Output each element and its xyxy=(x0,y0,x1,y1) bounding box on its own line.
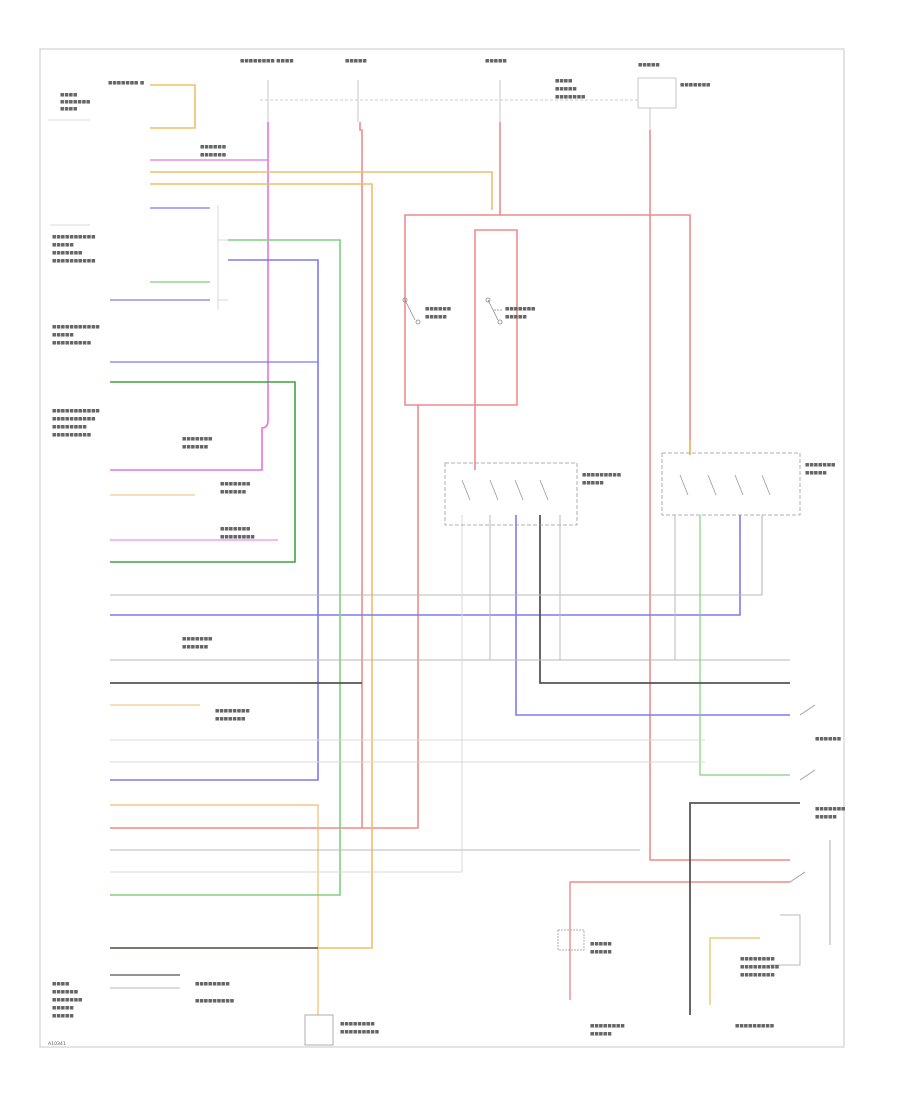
svg-text:■■■■■■■■■■: ■■■■■■■■■■ xyxy=(52,235,95,240)
svg-text:■■■■■: ■■■■■ xyxy=(590,950,612,955)
wire-gray-1 xyxy=(110,515,763,596)
svg-text:■■■■■■■■: ■■■■■■■■ xyxy=(740,973,775,978)
svg-text:■■■■■■■: ■■■■■■■ xyxy=(182,637,212,642)
svg-text:■■■■■: ■■■■■ xyxy=(52,243,74,248)
wire-black-right xyxy=(689,802,800,1015)
svg-text:■■■■■■■: ■■■■■■■ xyxy=(52,998,82,1003)
wire-red-bottom-right xyxy=(569,881,790,1000)
svg-text:■■■■■■■■■■: ■■■■■■■■■■ xyxy=(52,417,95,422)
svg-text:■■■■■■■: ■■■■■■■ xyxy=(215,717,245,722)
control-module-connector xyxy=(48,119,228,310)
svg-text:■■■■■■■: ■■■■■■■ xyxy=(52,251,82,256)
svg-text:■■■■■: ■■■■■ xyxy=(52,1014,74,1019)
wire-dark-green xyxy=(110,381,296,563)
wire-black-center xyxy=(539,515,790,684)
wire-pink xyxy=(110,122,269,471)
svg-text:■■■■■■■: ■■■■■■■ xyxy=(505,307,535,312)
svg-text:■■■■■: ■■■■■ xyxy=(590,942,612,947)
svg-text:■■■■: ■■■■ xyxy=(60,107,77,112)
svg-text:■■■■■■: ■■■■■■ xyxy=(815,737,841,742)
svg-text:■■■■■■■: ■■■■■■■ xyxy=(815,807,845,812)
svg-text:■■■■■■: ■■■■■■ xyxy=(220,490,246,495)
svg-text:■■■■■: ■■■■■ xyxy=(582,481,604,486)
svg-text:■■■■■: ■■■■■ xyxy=(590,1032,612,1037)
svg-text:■■■■■■■: ■■■■■■■ xyxy=(220,482,250,487)
svg-text:■■■■■■■■: ■■■■■■■■ xyxy=(195,982,230,987)
wire-green-right xyxy=(699,515,790,776)
wire-blue-long xyxy=(110,515,741,616)
svg-text:■■■■■■■■: ■■■■■■■■ xyxy=(220,535,255,540)
wire-red-left-switch xyxy=(362,405,419,829)
switch-right-upper xyxy=(485,297,503,325)
wire-orange-left-bottom xyxy=(110,804,319,1015)
wire-red-switch-loop xyxy=(404,122,518,470)
svg-text:■■■■■■■■■■: ■■■■■■■■■■ xyxy=(52,259,95,264)
svg-text:■■■■: ■■■■ xyxy=(60,93,77,98)
wire-gray-10 xyxy=(770,914,801,966)
top-fuse-area xyxy=(260,77,677,130)
svg-text:■■■■■■■■■: ■■■■■■■■■ xyxy=(340,1030,379,1035)
svg-text:■■■■■■■■■: ■■■■■■■■■ xyxy=(740,965,779,970)
svg-text:■■■■■■: ■■■■■■ xyxy=(425,307,451,312)
wire-red-right xyxy=(500,214,691,455)
svg-text:■■■■■: ■■■■■ xyxy=(505,315,527,320)
faint-labels: ■■■■■■■ ■ ■■■■ ■■■■■■■ ■■■■ ■■■■■■■■ ■■■… xyxy=(52,59,845,1037)
wire-red-right-down xyxy=(649,130,790,861)
svg-text:■■■■■■: ■■■■■■ xyxy=(52,990,78,995)
svg-text:■■■■■: ■■■■■ xyxy=(485,59,507,64)
svg-text:■■■■■■■: ■■■■■■■ xyxy=(805,463,835,468)
switch-right-side xyxy=(789,704,831,945)
svg-text:■■■■: ■■■■ xyxy=(52,982,69,987)
svg-text:■■■■■■■■■■■: ■■■■■■■■■■■ xyxy=(52,325,100,330)
svg-text:■■■■■■■■■: ■■■■■■■■■ xyxy=(195,999,234,1004)
svg-text:■■■■■: ■■■■■ xyxy=(52,333,74,338)
switch-left-upper xyxy=(402,297,421,325)
wire-orange-bottom-right xyxy=(709,937,760,1005)
svg-text:■■■■■■■■■: ■■■■■■■■■ xyxy=(52,341,91,346)
svg-text:■■■■■■■: ■■■■■■■ xyxy=(60,100,90,105)
svg-text:■■■■■■: ■■■■■■ xyxy=(182,645,208,650)
wire-red-main xyxy=(110,122,363,829)
svg-text:■■■■■■: ■■■■■■ xyxy=(182,445,208,450)
svg-text:■■■■■■■: ■■■■■■■ xyxy=(220,527,250,532)
svg-text:■■■■■■■■■: ■■■■■■■■■ xyxy=(735,1024,774,1029)
svg-text:■■■■■■■■: ■■■■■■■■ xyxy=(340,1022,375,1027)
wire-orange-down xyxy=(110,183,373,949)
wire-orange-top xyxy=(150,84,196,129)
switch-block-center xyxy=(444,462,578,526)
bottom-module xyxy=(304,929,585,1046)
svg-text:■■■■■: ■■■■■ xyxy=(815,815,837,820)
svg-text:■■■■■■■■: ■■■■■■■■ xyxy=(215,709,250,714)
svg-text:■■■■■■■■: ■■■■■■■■ xyxy=(52,425,87,430)
wire-green-top xyxy=(110,239,341,896)
svg-text:■■■■■■■ ■: ■■■■■■■ ■ xyxy=(108,81,144,86)
svg-text:■■■■■■■■ ■■■■: ■■■■■■■■ ■■■■ xyxy=(240,59,294,64)
svg-text:■■■■: ■■■■ xyxy=(555,79,572,84)
svg-text:■■■■■■: ■■■■■■ xyxy=(200,153,226,158)
svg-text:■■■■■: ■■■■■ xyxy=(638,63,660,68)
svg-text:■■■■■: ■■■■■ xyxy=(425,315,447,320)
svg-text:■■■■■: ■■■■■ xyxy=(555,87,577,92)
svg-text:■■■■■■■■■: ■■■■■■■■■ xyxy=(52,433,91,438)
svg-text:■■■■■■■■■■■: ■■■■■■■■■■■ xyxy=(52,409,100,414)
svg-text:■■■■■: ■■■■■ xyxy=(805,471,827,476)
svg-text:■■■■■■■■: ■■■■■■■■ xyxy=(590,1024,625,1029)
svg-text:■■■■■■: ■■■■■■ xyxy=(200,145,226,150)
svg-text:■■■■■■■■: ■■■■■■■■ xyxy=(740,957,775,962)
svg-text:■■■■■■■: ■■■■■■■ xyxy=(555,95,585,100)
switch-block-right xyxy=(661,452,801,516)
page-code: A10341 xyxy=(48,1041,66,1047)
wire-gray-6 xyxy=(110,515,463,873)
svg-text:■■■■■■■■■: ■■■■■■■■■ xyxy=(582,473,621,478)
wire-orange-long xyxy=(150,171,493,210)
diagram-frame xyxy=(39,48,845,1048)
svg-text:■■■■■: ■■■■■ xyxy=(345,59,367,64)
wire-blue-bottom xyxy=(515,515,790,716)
svg-text:■■■■■■■: ■■■■■■■ xyxy=(182,437,212,442)
svg-text:■■■■■: ■■■■■ xyxy=(52,1006,74,1011)
svg-text:■■■■■■■: ■■■■■■■ xyxy=(680,83,710,88)
wire-blue-main xyxy=(110,259,319,781)
